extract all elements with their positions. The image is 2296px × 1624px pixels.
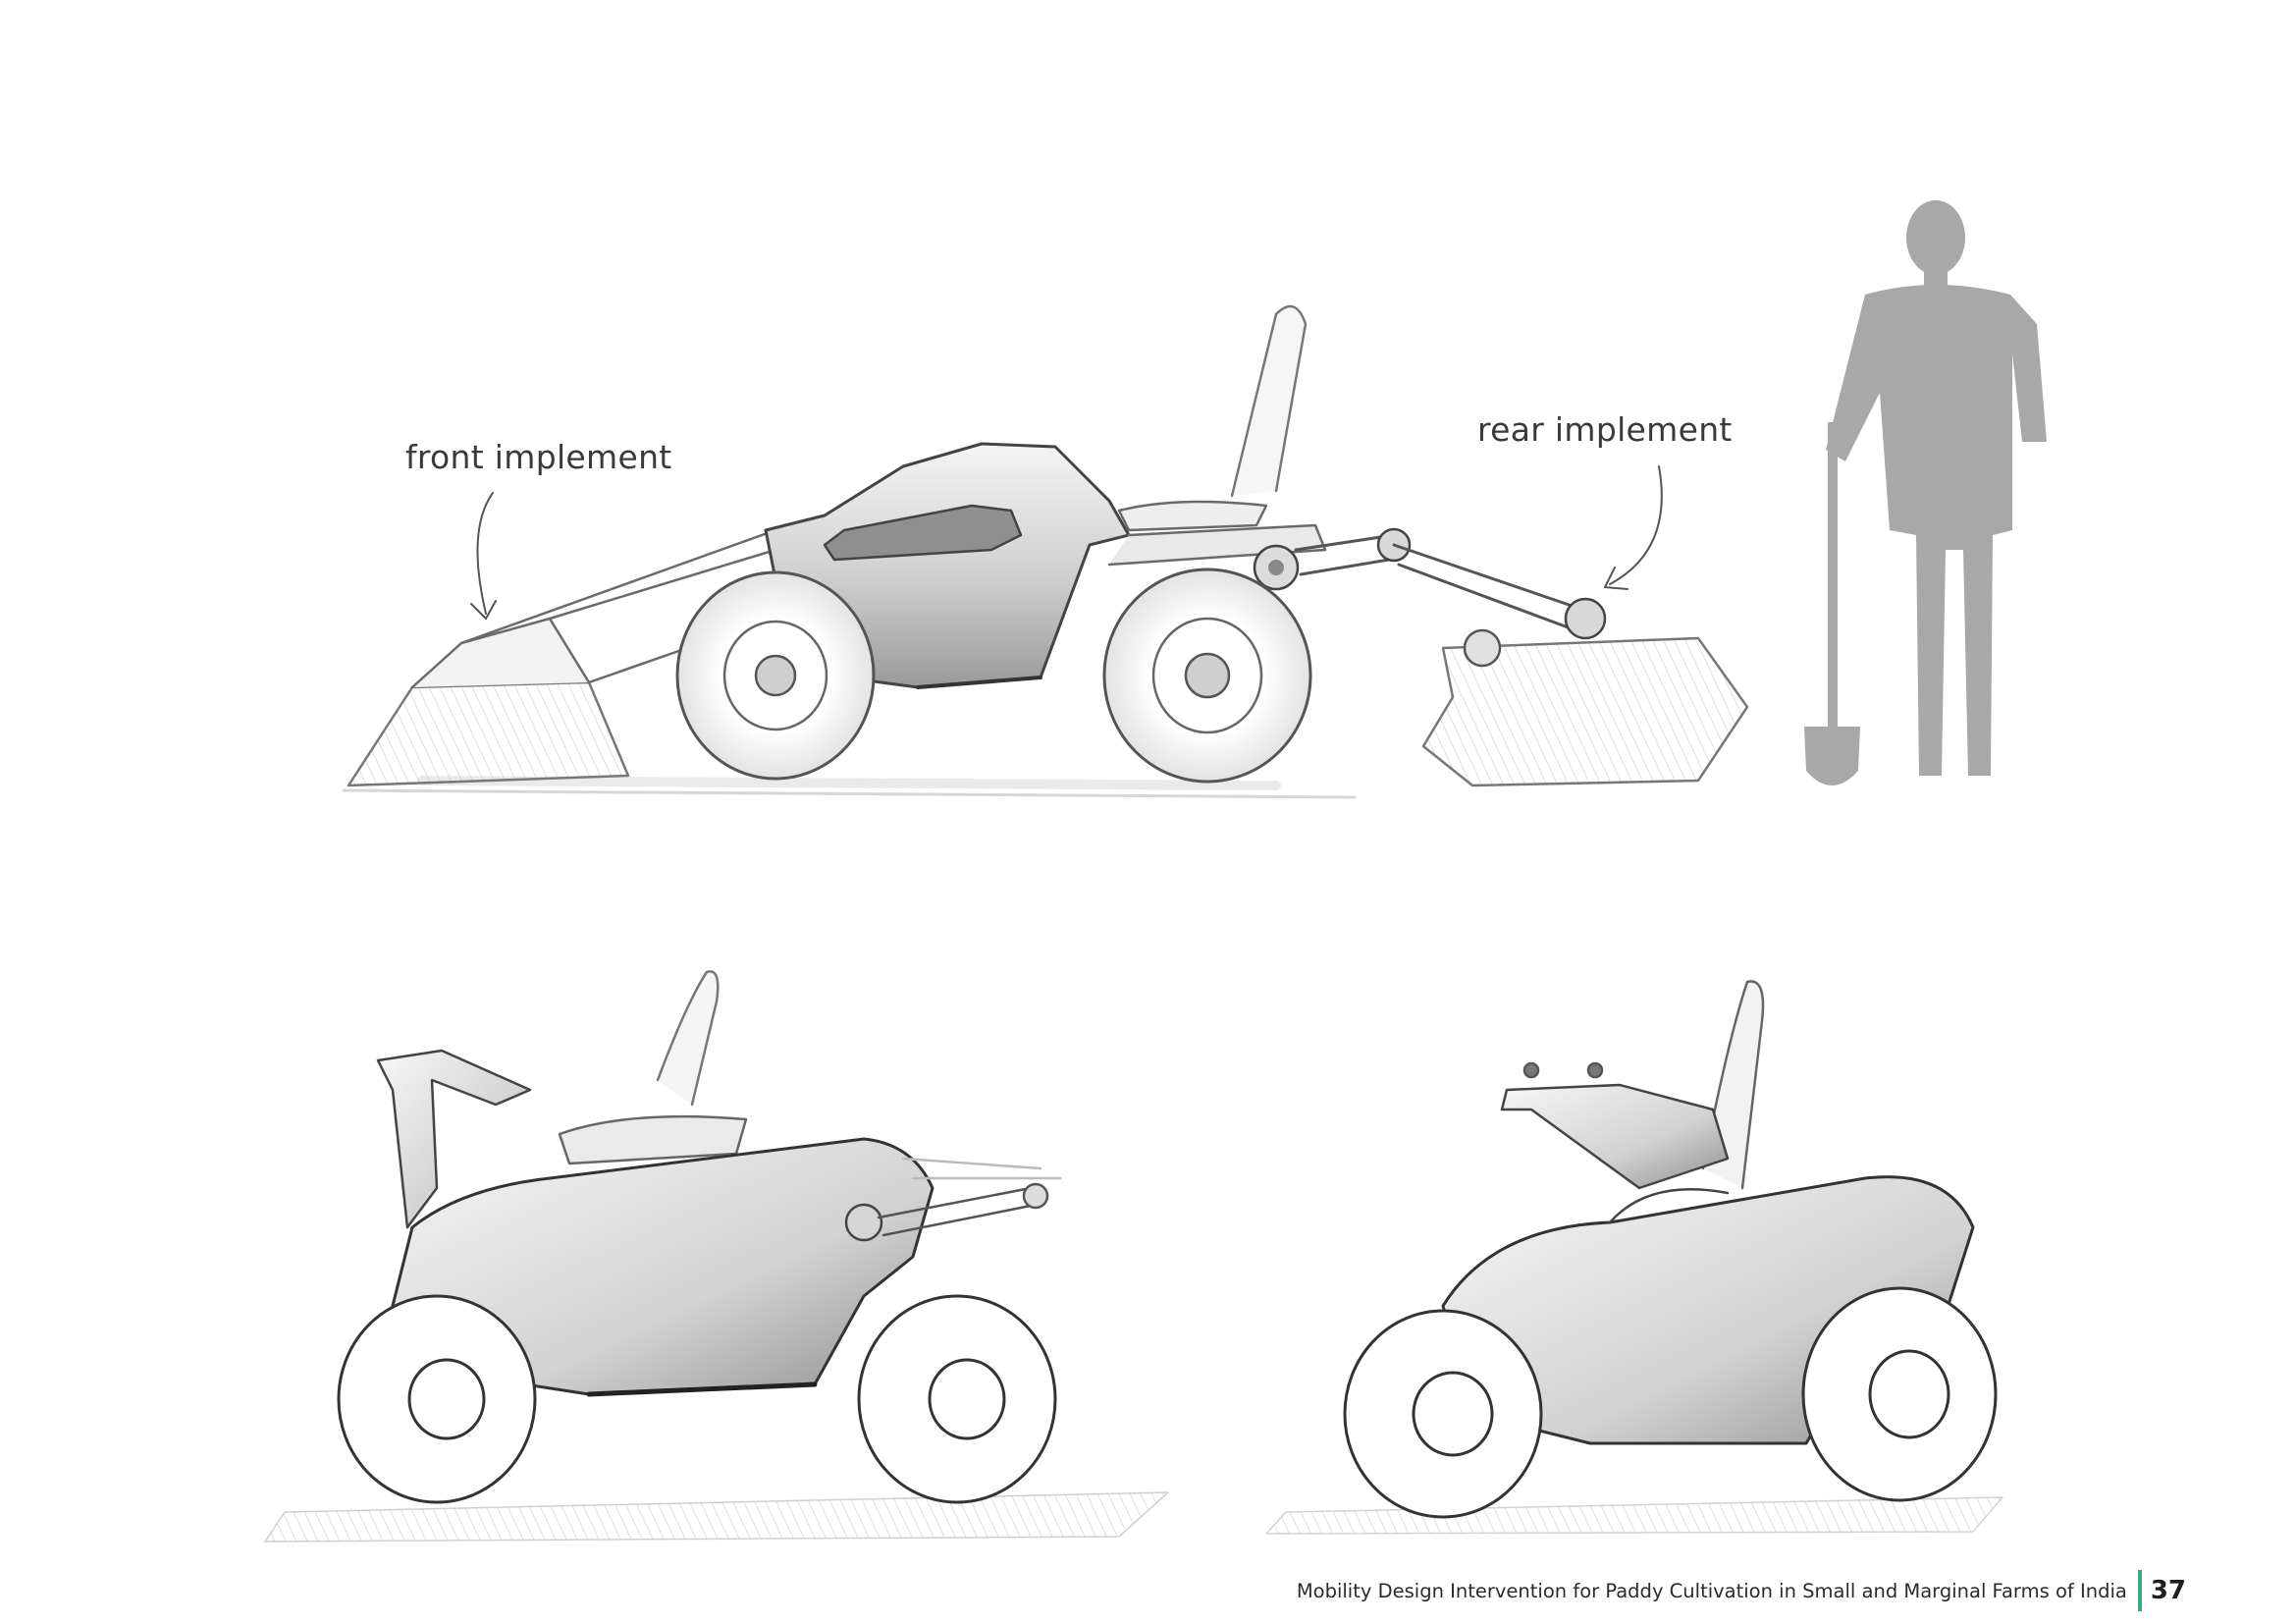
rear-implement-label: rear implement (1477, 410, 1733, 449)
rear-implement (1294, 527, 1749, 787)
front-implement (347, 528, 777, 787)
front-implement-label: front implement (405, 438, 672, 476)
bottom-left-vehicle-sketch (264, 970, 1169, 1543)
page-footer: Mobility Design Intervention for Paddy C… (1297, 1570, 2186, 1611)
human-silhouette-with-shovel (1804, 200, 2047, 785)
top-rear-wheel (1102, 568, 1312, 784)
bottom-right-vehicle-sketch (1265, 980, 2003, 1535)
footer-divider (2137, 1570, 2142, 1611)
annotation-arrows (470, 465, 1663, 620)
document-title: Mobility Design Intervention for Paddy C… (1296, 1579, 2127, 1602)
top-front-wheel (675, 570, 876, 781)
page-number: 37 (2150, 1576, 2186, 1605)
top-vehicle-sketch (342, 304, 1749, 799)
